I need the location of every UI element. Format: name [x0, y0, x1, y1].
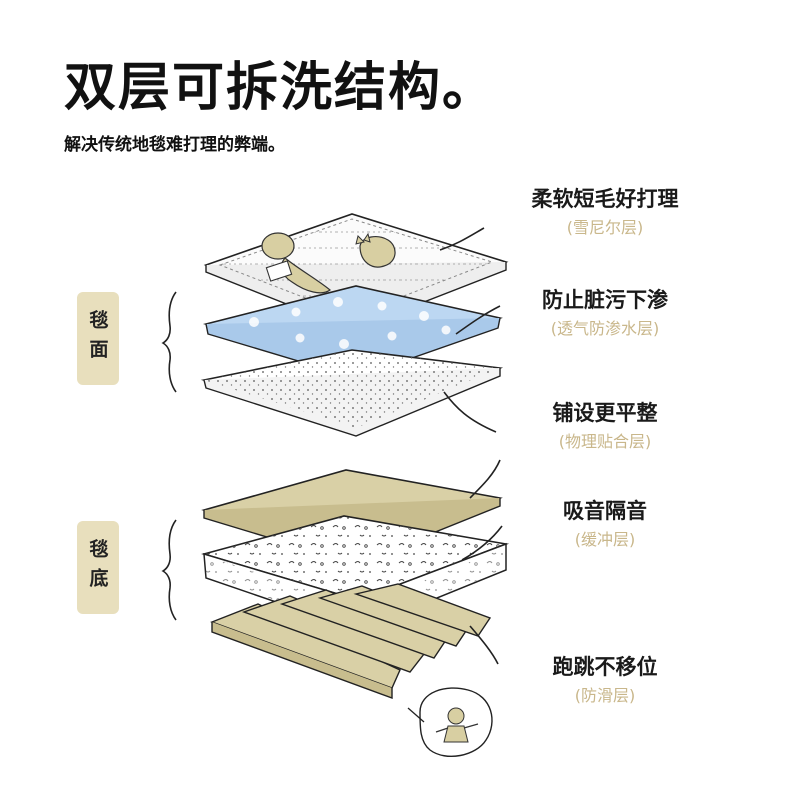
character-bubble: [407, 687, 493, 757]
layer-label-main: 铺设更平整: [552, 401, 658, 425]
layer-label-sub: (透气防渗水层): [550, 319, 660, 338]
layer-label-main: 跑跳不移位: [552, 655, 658, 679]
layer-label-main: 吸音隔音: [563, 499, 647, 523]
layer-label-antislip: 跑跳不移位 (防滑层): [505, 657, 705, 704]
bottom-bracket: [161, 519, 177, 621]
layer-label-sub: (防滑层): [574, 686, 636, 705]
leader-line-1: [439, 227, 485, 251]
leader-line-2: [455, 305, 501, 335]
antislip-layer: [210, 583, 492, 700]
layer-label-sub: (雪尼尔层): [566, 218, 644, 237]
leader-line-4: [469, 459, 501, 499]
carpet-top-tag: 毯面: [77, 292, 119, 385]
page-title: 双层可拆洗结构。: [64, 58, 497, 118]
layer-label-bonding: 铺设更平整 (物理贴合层): [505, 403, 705, 450]
layer-label-waterproof: 防止脏污下渗 (透气防渗水层): [505, 290, 705, 337]
layer-label-sub: (缓冲层): [574, 530, 636, 549]
leader-line-6: [469, 625, 499, 665]
bonding-layer: [200, 349, 504, 437]
layer-label-chenille: 柔软短毛好打理 (雪尼尔层): [505, 189, 705, 236]
layer-label-main: 防止脏污下渗: [542, 288, 668, 312]
page-subtitle: 解决传统地毯难打理的弊端。: [64, 135, 285, 155]
carpet-bottom-tag: 毯底: [77, 521, 119, 614]
leader-line-3: [443, 391, 497, 433]
layer-label-sound: 吸音隔音 (缓冲层): [505, 501, 705, 548]
leader-line-5: [461, 525, 503, 561]
layer-label-main: 柔软短毛好打理: [531, 187, 679, 211]
leader-lines: [439, 227, 503, 665]
layer-label-sub: (物理贴合层): [558, 432, 652, 451]
top-bracket: [161, 291, 177, 393]
